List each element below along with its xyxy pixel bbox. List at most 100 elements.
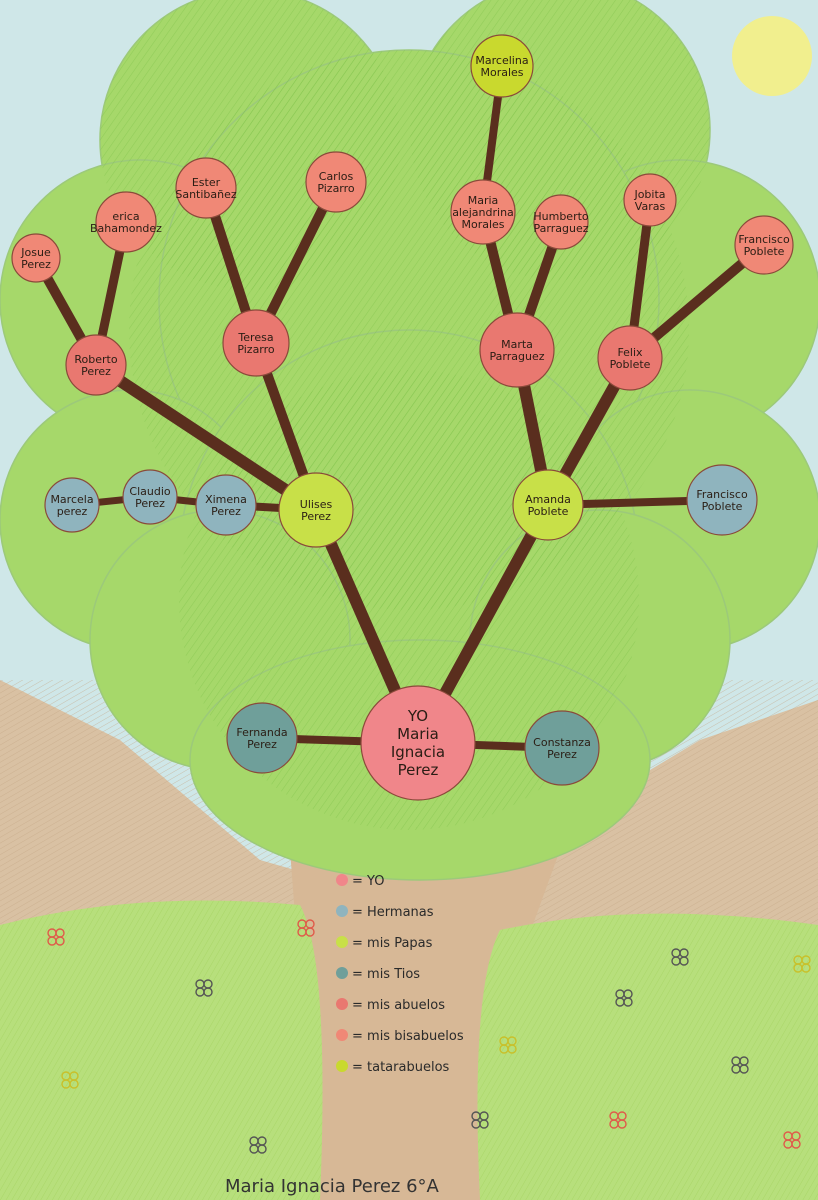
node-circle (470, 34, 534, 98)
legend-label-hermanas: = Hermanas (352, 905, 434, 920)
node-label: Pizarro (237, 343, 275, 356)
node-circle (623, 173, 677, 227)
node-label: Claudio (129, 485, 170, 498)
node-circle (11, 233, 61, 283)
node-label: Carlos (319, 170, 354, 183)
right-hill-hatching (477, 913, 818, 1200)
node-label: Ulises (300, 498, 333, 511)
node-circle (65, 334, 127, 396)
flower (471, 1111, 489, 1129)
node-label: Roberto (74, 353, 117, 366)
flower (499, 1036, 517, 1054)
node-label: Jobita (633, 188, 665, 201)
flower (671, 948, 689, 966)
flower (793, 955, 811, 973)
node-label: Poblete (528, 505, 569, 518)
node-label: Felix (617, 346, 643, 359)
node-label: Santibañez (175, 188, 237, 201)
node-label: Francisco (738, 233, 790, 246)
node-label: Francisco (696, 488, 748, 501)
node-label: Teresa (237, 331, 273, 344)
node-label: Perez (81, 365, 111, 378)
node-label: Ximena (205, 493, 247, 506)
node-circle (533, 194, 589, 250)
legend-label-papas: = mis Papas (352, 936, 433, 951)
left-hill-hatching (0, 900, 323, 1200)
node-label: Varas (635, 200, 666, 213)
node-label: Fernanda (236, 726, 287, 739)
legend-label-yo: = YO (352, 874, 385, 889)
node-label: Perez (301, 510, 331, 523)
node-label: Marta (501, 338, 533, 351)
node-label: Marcelina (475, 54, 528, 67)
flower (609, 1111, 627, 1129)
node-circle (360, 685, 476, 801)
legend-swatch-hermanas (336, 905, 348, 917)
node-label: Pizarro (317, 182, 355, 195)
node-label: Morales (480, 66, 523, 79)
node-label: YO (407, 707, 428, 725)
node-circle (305, 151, 367, 213)
legend-swatch-yo (336, 874, 348, 886)
legend-label-bisabuelos: = mis bisabuelos (352, 1029, 464, 1044)
legend-swatch-abuelos (336, 998, 348, 1010)
node-label: Perez (547, 748, 577, 761)
node-label: Ignacia (391, 743, 445, 761)
signature: Maria Ignacia Perez 6°A (225, 1176, 440, 1197)
node-circle (226, 702, 298, 774)
flower (615, 989, 633, 1007)
node-label: Ester (192, 176, 221, 189)
flower-decorations (47, 919, 811, 1154)
legend-swatch-tios (336, 967, 348, 979)
node-label: Amanda (525, 493, 571, 506)
node-circle (44, 477, 100, 533)
node-label: Maria (397, 725, 439, 743)
flower (47, 928, 65, 946)
node-circle (122, 469, 178, 525)
legend-label-tatarabuelos: = tatarabuelos (352, 1060, 450, 1075)
node-label: Perez (21, 258, 51, 271)
node-circle (479, 312, 555, 388)
node-circle (512, 469, 584, 541)
branch-ulises-roberto (90, 359, 322, 516)
node-label: Poblete (744, 245, 785, 258)
node-label: Parraguez (534, 222, 589, 235)
flower (731, 1056, 749, 1074)
node-circle (524, 710, 600, 786)
flower (61, 1071, 79, 1089)
node-label: Morales (461, 218, 504, 231)
node-label: erica (112, 210, 139, 223)
node-circle (278, 472, 354, 548)
node-label: Bahamondez (90, 222, 162, 235)
node-label: Poblete (702, 500, 743, 513)
node-circle (734, 215, 794, 275)
node-label: perez (57, 505, 88, 518)
flower (249, 1136, 267, 1154)
node-circle (222, 309, 290, 377)
node-circle (95, 191, 157, 253)
legend-swatch-tatarabuelos (336, 1060, 348, 1072)
node-circle (195, 474, 257, 536)
sun (732, 16, 812, 96)
legend: = YO= Hermanas= mis Papas= mis Tios= mis… (336, 874, 464, 1075)
node-circle (450, 179, 516, 245)
